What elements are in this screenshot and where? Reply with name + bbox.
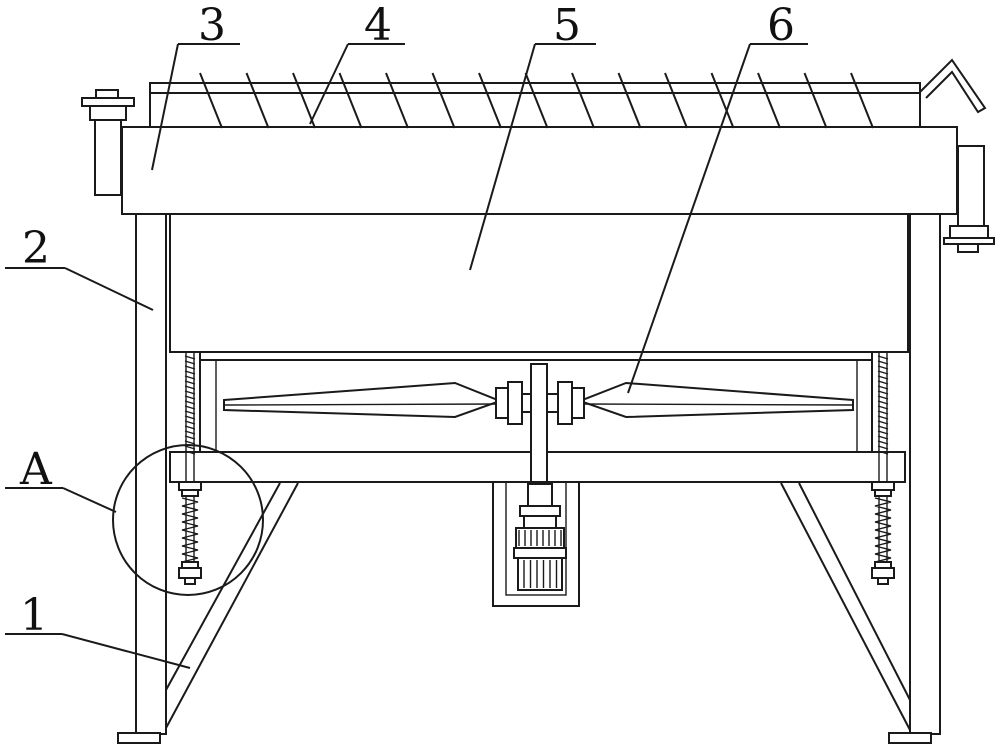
grate-bar <box>479 73 501 128</box>
callout-5: 5 <box>553 0 581 51</box>
grate-bar <box>665 73 687 128</box>
nut <box>872 568 894 578</box>
callout-2: 2 <box>22 223 50 274</box>
right-diagonal-brace <box>781 483 910 730</box>
grate-bar <box>386 73 408 128</box>
spring <box>875 498 891 562</box>
nut <box>875 490 891 496</box>
vertical-shaft <box>531 364 547 489</box>
top-box <box>122 127 957 214</box>
grate-bar <box>433 73 455 128</box>
callout-1: 1 <box>20 590 48 641</box>
right-handle <box>920 60 985 112</box>
callout-A: A <box>19 444 53 495</box>
nut <box>872 482 894 490</box>
grate-bar <box>572 73 594 128</box>
grate-bars <box>200 73 873 128</box>
grate-bar <box>805 73 827 128</box>
callout-4: 4 <box>364 0 392 51</box>
stirring-blade-left <box>224 383 500 417</box>
grate-bar <box>526 73 548 128</box>
grate-bar <box>247 73 269 128</box>
top-rail <box>150 83 920 93</box>
callout-6: 6 <box>767 0 795 51</box>
grate-bar <box>340 73 362 128</box>
nut <box>179 568 201 578</box>
grate-bar <box>851 73 873 128</box>
spring <box>182 498 198 562</box>
grate-bar <box>619 73 641 128</box>
grate-bar <box>758 73 780 128</box>
rod-end <box>878 578 888 584</box>
callout-3: 3 <box>198 0 226 51</box>
screen-box <box>170 214 908 352</box>
grate-bar <box>200 73 222 128</box>
nut <box>179 482 201 490</box>
stirring-blade-right <box>580 383 853 417</box>
nut <box>182 490 198 496</box>
rod-end <box>185 578 195 584</box>
